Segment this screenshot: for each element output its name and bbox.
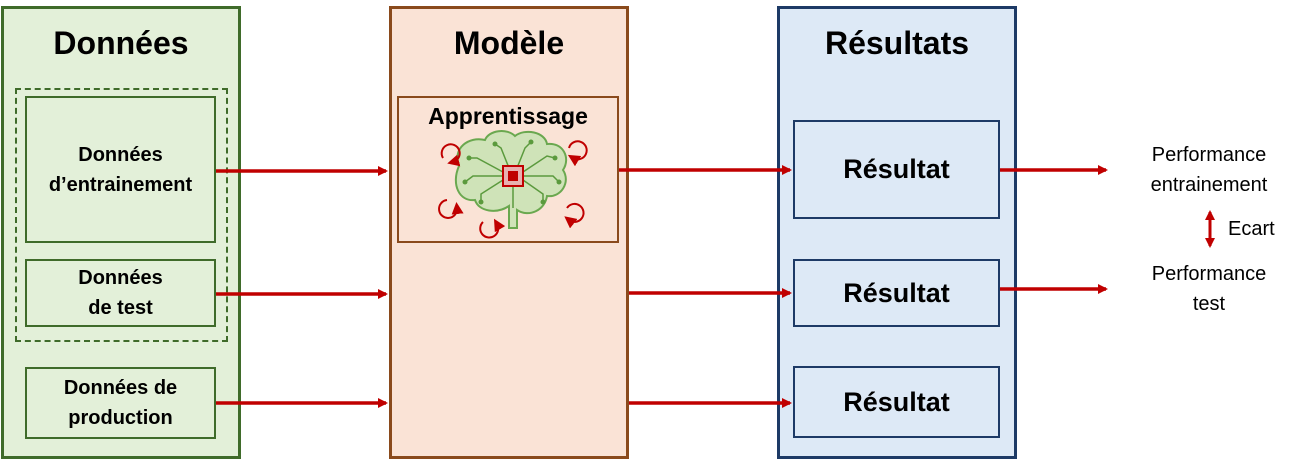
production-data-line2: production: [68, 407, 173, 429]
result-box-1: Résultat: [793, 120, 1000, 219]
training-test-group: [15, 88, 228, 342]
production-data-box: Données de production: [25, 367, 216, 439]
gap-label: Ecart: [1228, 218, 1275, 240]
brain-circuit-icon: [438, 130, 588, 239]
production-data-line1: Données de: [63, 377, 178, 399]
result-box-3: Résultat: [793, 366, 1000, 438]
data-column-title: Données: [53, 25, 189, 61]
test-performance-line2: test: [1192, 293, 1226, 315]
test-data-line1: Données: [78, 267, 163, 289]
training-performance-line2: entrainement: [1150, 174, 1268, 196]
result-box-2: Résultat: [793, 259, 1000, 327]
training-performance-line1: Performance: [1151, 144, 1267, 166]
training-data-line2: d’entrainement: [48, 173, 193, 196]
training-label: Apprentissage: [428, 103, 588, 129]
training-box: Apprentissage: [397, 96, 619, 243]
training-performance-label: Performance entrainement: [1124, 140, 1294, 200]
test-performance-label: Performance test: [1124, 259, 1294, 319]
test-data-line2: de test: [88, 297, 153, 319]
training-data-line1: Données: [78, 143, 163, 166]
test-data-box: Données de test: [25, 259, 216, 327]
results-column-title: Résultats: [824, 25, 970, 61]
test-performance-line1: Performance: [1151, 263, 1267, 285]
training-data-box: Données d’entrainement: [25, 96, 216, 243]
model-column-title: Modèle: [453, 25, 565, 61]
